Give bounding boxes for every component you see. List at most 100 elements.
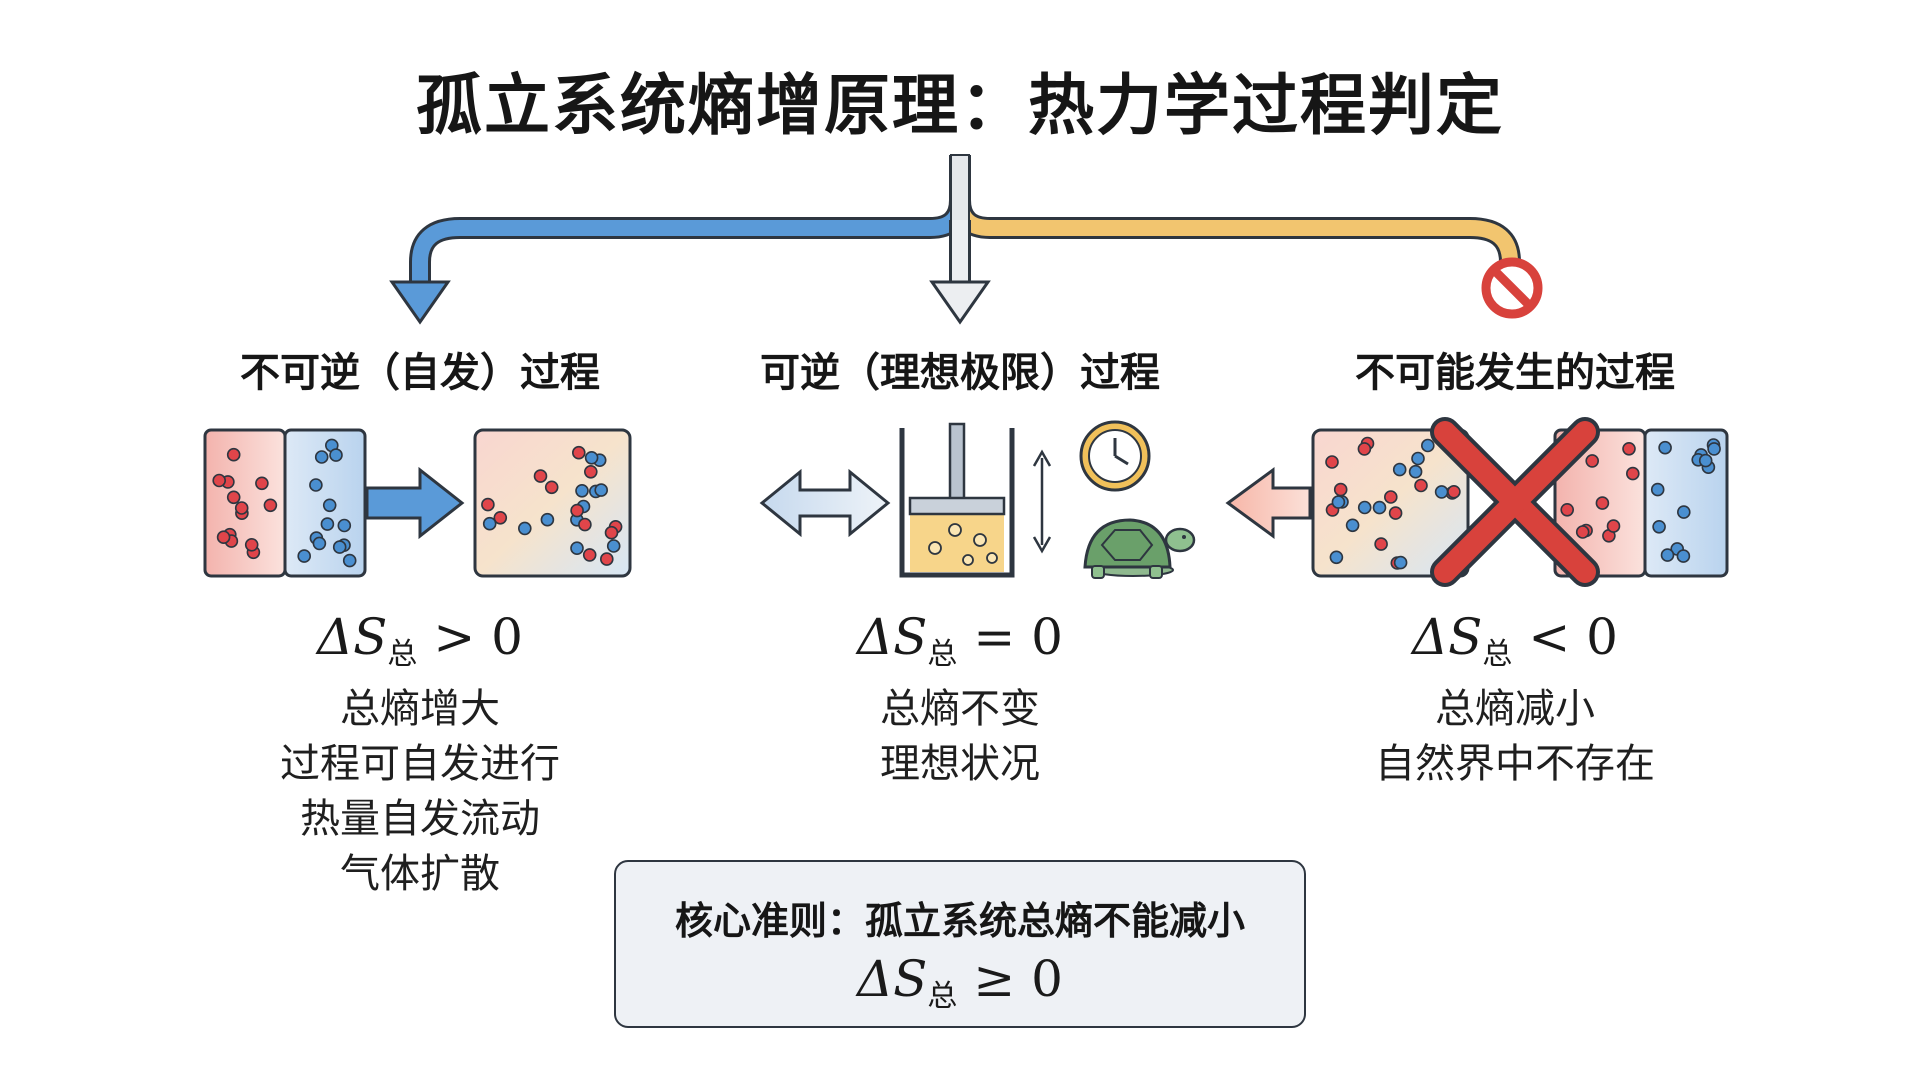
particle-dot bbox=[1372, 500, 1387, 515]
cold-particles-reverse bbox=[1650, 438, 1721, 563]
particle-dot bbox=[594, 483, 609, 497]
particle-dot bbox=[1333, 482, 1348, 497]
arrow-head-left bbox=[389, 280, 451, 325]
particle-dot bbox=[1660, 548, 1675, 562]
particle-dot bbox=[1585, 454, 1599, 468]
reverse-separated-box bbox=[1553, 428, 1729, 578]
particle-dot bbox=[599, 552, 614, 566]
process-arrow-left bbox=[1225, 467, 1312, 539]
core-principle-title: 核心准则：孤立系统总熵不能减小 bbox=[674, 899, 1245, 943]
arrow-head-center bbox=[929, 280, 991, 325]
particle-dot bbox=[332, 540, 347, 554]
reverse-mixed-box bbox=[1311, 428, 1470, 578]
particle-dot bbox=[544, 480, 559, 495]
cross-icon bbox=[1430, 417, 1600, 587]
particle-dot bbox=[1408, 464, 1423, 479]
particle-dot bbox=[1384, 490, 1398, 504]
desc-impossible: 总熵减小 自然界中不存在 bbox=[1295, 682, 1735, 792]
double-arrow-icon bbox=[759, 468, 891, 538]
hot-particles bbox=[212, 447, 278, 560]
particle-dot bbox=[312, 536, 327, 551]
mixing-before-box bbox=[203, 428, 367, 578]
particle-dot bbox=[212, 473, 226, 488]
mixed-particles bbox=[481, 445, 623, 566]
particle-dot bbox=[1345, 518, 1360, 533]
particle-dot bbox=[244, 537, 259, 552]
particle-dot bbox=[1393, 555, 1408, 570]
particle-dot bbox=[216, 530, 231, 545]
particle-dot bbox=[1606, 519, 1621, 533]
heading-reversible: 可逆（理想极限）过程 bbox=[760, 350, 1160, 396]
formula-reversible: ΔS总 = 0 bbox=[857, 608, 1063, 672]
particle-dot bbox=[493, 510, 508, 525]
desc-line: 理想状况 bbox=[880, 741, 1040, 787]
particle-dot bbox=[1575, 525, 1590, 539]
heading-irreversible: 不可逆（自发）过程 bbox=[240, 350, 600, 396]
particle-dot bbox=[571, 445, 586, 460]
particle-dot bbox=[1650, 482, 1665, 497]
particle-dot bbox=[1421, 438, 1435, 453]
particle-dot bbox=[583, 464, 598, 479]
mixed-particles-reverse bbox=[1325, 436, 1461, 570]
clock-icon bbox=[1079, 420, 1151, 492]
particle-dot bbox=[1388, 506, 1403, 520]
particle-dot bbox=[1329, 550, 1344, 565]
particle-dot bbox=[226, 447, 241, 462]
particle-dot bbox=[297, 549, 312, 563]
desc-line: 气体扩散 bbox=[340, 851, 500, 897]
particle-dot bbox=[342, 553, 357, 568]
particle-dot bbox=[517, 521, 532, 536]
particle-dot bbox=[481, 497, 495, 512]
particle-dot bbox=[322, 498, 337, 513]
particle-dot bbox=[1658, 440, 1672, 455]
desc-line: 自然界中不存在 bbox=[1375, 741, 1655, 787]
particle-dot bbox=[570, 503, 584, 518]
particle-dot bbox=[1626, 466, 1640, 481]
particle-dot bbox=[234, 501, 249, 515]
piston-cylinder bbox=[899, 422, 1015, 578]
particle-dot bbox=[329, 448, 343, 462]
heading-impossible: 不可能发生的过程 bbox=[1355, 350, 1675, 396]
particle-dot bbox=[1325, 455, 1339, 469]
process-arrow-right bbox=[365, 466, 465, 540]
turtle-icon bbox=[1083, 518, 1196, 579]
particle-dot bbox=[1707, 442, 1721, 456]
particle-dot bbox=[1411, 451, 1425, 466]
desc-line: 总熵减小 bbox=[1435, 686, 1595, 732]
particle-dot bbox=[578, 517, 592, 532]
mixing-after-box bbox=[473, 428, 632, 578]
particle-dot bbox=[1652, 519, 1666, 534]
particle-dot bbox=[1374, 537, 1388, 551]
forbidden-sign-icon bbox=[1481, 257, 1543, 319]
particle-dot bbox=[337, 518, 352, 533]
particle-dot bbox=[1676, 549, 1691, 563]
core-principle-formula: ΔS总 ≥ 0 bbox=[857, 950, 1063, 1014]
particle-dot bbox=[309, 478, 323, 492]
formula-irreversible: ΔS总 > 0 bbox=[317, 608, 523, 672]
particle-dot bbox=[255, 476, 269, 491]
particle-dot bbox=[1560, 502, 1574, 517]
particle-dot bbox=[570, 541, 584, 556]
particle-dot bbox=[1447, 484, 1461, 499]
particle-dot bbox=[1434, 485, 1449, 499]
particle-dot bbox=[604, 525, 619, 540]
particle-dot bbox=[320, 517, 335, 531]
particle-dot bbox=[1331, 495, 1346, 509]
particle-dot bbox=[482, 516, 497, 531]
particle-dot bbox=[1698, 453, 1713, 468]
formula-impossible: ΔS总 < 0 bbox=[1412, 608, 1618, 672]
desc-irreversible: 总熵增大 过程可自发进行 热量自发流动 气体扩散 bbox=[200, 682, 640, 902]
core-principle-box: 核心准则：孤立系统总熵不能减小 ΔS总 ≥ 0 bbox=[614, 860, 1306, 1028]
vertical-motion-arrow bbox=[1032, 449, 1052, 554]
desc-line: 总熵不变 bbox=[880, 686, 1040, 732]
particle-dot bbox=[314, 450, 329, 464]
page-title: 孤立系统熵增原理：热力学过程判定 bbox=[416, 67, 1504, 144]
particle-dot bbox=[1595, 496, 1610, 510]
desc-line: 热量自发流动 bbox=[300, 796, 540, 842]
particle-dot bbox=[263, 498, 278, 513]
particle-dot bbox=[1677, 505, 1691, 519]
particle-dot bbox=[226, 490, 241, 505]
particle-dot bbox=[584, 450, 599, 465]
desc-line: 总熵增大 bbox=[340, 686, 500, 732]
